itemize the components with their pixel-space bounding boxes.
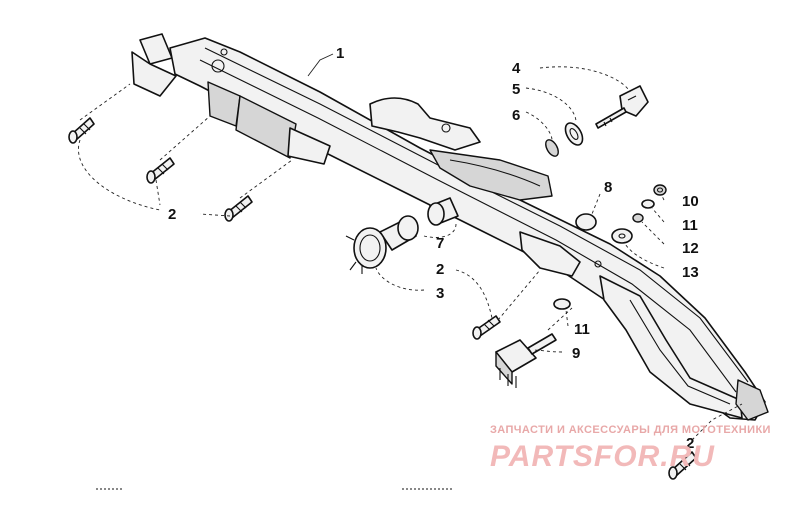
callout-9: 9	[572, 345, 580, 362]
callout-4: 4	[512, 60, 521, 77]
screw-middle-left	[146, 157, 175, 184]
nut-10	[653, 184, 667, 196]
leader-lines	[78, 53, 743, 441]
callout-7: 7	[436, 235, 444, 252]
callout-8: 8	[604, 179, 612, 196]
screw-center	[472, 315, 501, 340]
callout-2-center: 2	[436, 261, 444, 278]
washer-12	[632, 213, 644, 223]
screw-lower-left	[224, 195, 253, 222]
screw-upper-left	[68, 117, 95, 144]
washer-6	[545, 139, 559, 157]
ignition-switch	[345, 215, 419, 274]
washer-11-upper	[641, 199, 655, 209]
callout-11-lower: 11	[574, 321, 590, 338]
callout-12: 12	[682, 240, 699, 257]
cap-8	[575, 213, 597, 231]
callout-labels: 1 2 2 2 3 4 5 6 7 8 9 10 11 11 12 13	[168, 45, 699, 452]
callout-10: 10	[682, 193, 699, 210]
callout-13: 13	[682, 264, 699, 281]
callout-5: 5	[512, 81, 520, 98]
watermark-logo: PARTSFOR.RU	[490, 440, 715, 473]
callout-6: 6	[512, 107, 520, 124]
callout-1: 1	[336, 45, 344, 62]
callout-2-right: 2	[686, 435, 694, 452]
toggle-switch	[495, 333, 557, 388]
watermark-tagline: ЗАПЧАСТИ И АКСЕССУАРЫ ДЛЯ МОТОТЕХНИКИ	[490, 424, 771, 436]
callout-2-left: 2	[168, 206, 176, 223]
callout-11-upper: 11	[682, 217, 698, 234]
watermark: ЗАПЧАСТИ И АКСЕССУАРЫ ДЛЯ МОТОТЕХНИКИ PA…	[490, 424, 771, 473]
screw-right	[668, 451, 697, 480]
washer-11-lower	[553, 298, 571, 310]
ring-nut	[564, 122, 584, 146]
washer-13	[611, 228, 633, 244]
key	[595, 85, 649, 129]
console-housing	[131, 33, 769, 421]
callout-3: 3	[436, 285, 444, 302]
bushing	[427, 197, 459, 226]
